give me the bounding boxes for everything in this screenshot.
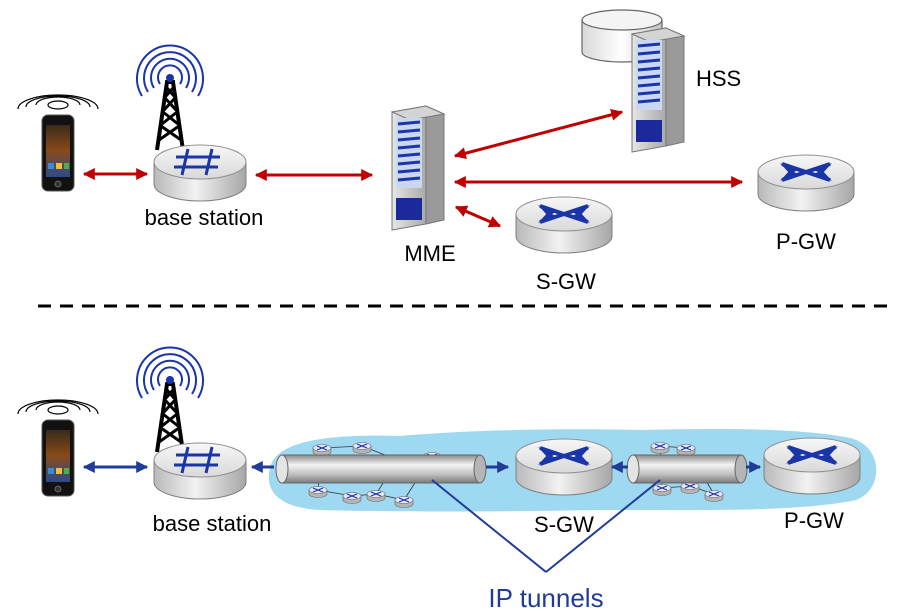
mini-router-icon [342, 491, 362, 505]
bottom-sgw-label: S-GW [534, 512, 594, 537]
bottom-base-station-icon [152, 441, 248, 501]
mme-label: MME [404, 241, 455, 266]
top-sgw-label: S-GW [536, 269, 596, 294]
tunnel-pipe-icon [275, 454, 487, 484]
top-base-station-label: base station [145, 205, 264, 230]
bottom-tower-icon [135, 345, 205, 454]
bottom-sgw-router-icon [514, 437, 614, 497]
mini-router-icon [312, 443, 332, 457]
mini-router-icon [308, 485, 328, 499]
ip-tunnel-callout-line [431, 479, 547, 573]
top-phone-icon [17, 94, 99, 192]
mini-router-icon [680, 481, 700, 495]
bottom-base-station-label: base station [153, 511, 272, 536]
mini-router-icon [366, 489, 386, 503]
bottom-pgw-label: P-GW [784, 508, 844, 533]
mini-router-icon [704, 489, 724, 503]
hss-database-icon [581, 9, 663, 63]
top-sgw-router-icon [514, 195, 614, 255]
top-pgw-router-icon [756, 153, 856, 213]
mini-router-icon [352, 441, 372, 455]
mini-router-icon [652, 483, 672, 497]
bottom-pgw-router-icon [762, 436, 862, 496]
ip-tunnels-label: IP tunnels [488, 583, 603, 611]
mini-router-icon [650, 441, 670, 455]
mme-hss-control-arrow [453, 108, 624, 160]
top-pgw-label: P-GW [776, 229, 836, 254]
mme-server-icon [390, 104, 446, 232]
top-tower-icon [135, 43, 205, 152]
bottom-phone-icon [17, 399, 99, 497]
ip-tunnel-callout-line [545, 479, 661, 573]
mini-router-icon [676, 443, 696, 457]
hss-server-icon [630, 26, 686, 154]
hss-label: HSS [696, 66, 741, 91]
top-base-station-icon [152, 143, 248, 203]
mme-sgw-control-arrow [454, 205, 502, 228]
tunnel-pipe-icon [626, 454, 748, 484]
mini-router-icon [394, 495, 414, 509]
